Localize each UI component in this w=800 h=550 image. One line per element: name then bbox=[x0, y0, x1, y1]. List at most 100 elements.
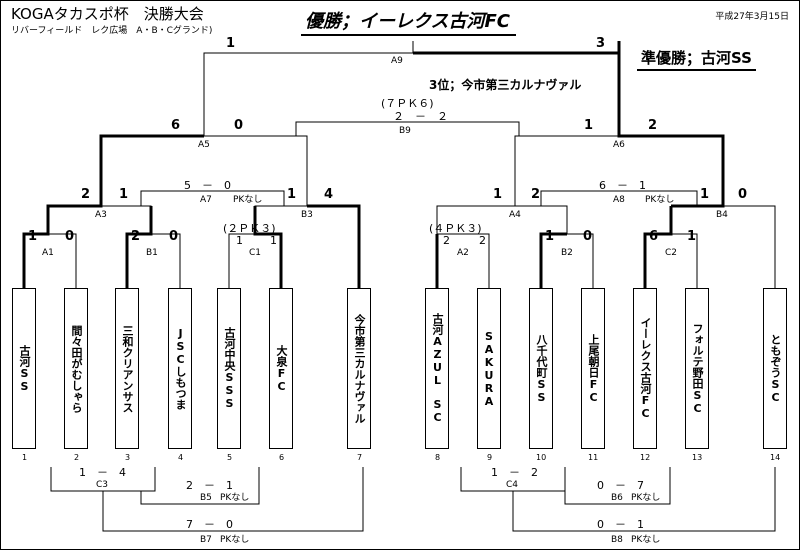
team-box[interactable]: 八千代町SS bbox=[529, 288, 553, 449]
line-winner bbox=[125, 206, 153, 288]
match-score: 1 － 2 bbox=[491, 466, 538, 479]
match-score-right: 0 bbox=[738, 187, 748, 202]
team-name: 上尾朝日FC bbox=[587, 333, 600, 404]
team-box[interactable]: フォルテ野田SC bbox=[685, 288, 709, 449]
line-thin bbox=[101, 205, 152, 234]
match-label: B2 bbox=[561, 248, 573, 258]
match-pk: PKなし bbox=[631, 493, 661, 503]
team-box[interactable]: 間々田がむしゃら bbox=[64, 288, 88, 449]
match-score-right: 0 bbox=[234, 118, 244, 133]
team-name: 今市第三カルナヴァル bbox=[353, 313, 366, 424]
team-box[interactable]: 大泉FC bbox=[269, 288, 293, 449]
team-number: 11 bbox=[588, 453, 599, 462]
line-thin bbox=[564, 467, 671, 505]
team-box[interactable]: JSCしもつま bbox=[168, 288, 192, 449]
match-pk: (７ＰＫ６) bbox=[381, 97, 434, 110]
line-winner bbox=[539, 232, 567, 288]
team-number: 14 bbox=[770, 453, 781, 462]
match-label: A6 bbox=[613, 140, 625, 150]
match-score-right: 0 bbox=[169, 229, 179, 244]
match-label: B6 bbox=[611, 493, 623, 503]
match-score-right: 1 bbox=[119, 187, 129, 202]
match-score: 6 － 1 bbox=[599, 179, 646, 192]
team-box[interactable]: 古河SS bbox=[12, 288, 36, 449]
match-score-left: 2 bbox=[81, 187, 91, 202]
line-thin bbox=[512, 467, 776, 532]
line-thin bbox=[140, 467, 260, 505]
team-box[interactable]: 古河AZUL SC bbox=[425, 288, 449, 449]
match-score: 1 － 4 bbox=[79, 466, 126, 479]
line-thin bbox=[295, 121, 520, 136]
match-score-right: 1 bbox=[270, 234, 277, 247]
match-score-right: 2 bbox=[648, 118, 658, 133]
match-label: C4 bbox=[506, 480, 519, 490]
team-number: 6 bbox=[279, 453, 285, 462]
match-label: A2 bbox=[457, 248, 469, 258]
match-label: B4 bbox=[716, 210, 728, 220]
match-score-right: 4 bbox=[324, 187, 334, 202]
line-thin bbox=[540, 190, 698, 206]
team-box[interactable]: 三和クリアンサス bbox=[115, 288, 139, 449]
line-thin bbox=[203, 52, 413, 136]
match-score-right: 0 bbox=[65, 229, 75, 244]
team-name: JSCしもつま bbox=[174, 327, 187, 410]
match-label: A4 bbox=[509, 210, 521, 220]
runner-up-label: 準優勝；古河SS bbox=[637, 51, 756, 71]
match-label: B5 bbox=[200, 493, 212, 503]
team-name: ともぞうSC bbox=[769, 333, 782, 404]
team-box[interactable]: ともぞうSC bbox=[763, 288, 787, 449]
team-name: 古河中央SSS bbox=[223, 327, 236, 410]
venue-subtitle: リバーフィールド レク広場 A・B・Cグランド) bbox=[11, 26, 213, 36]
match-label: B7 bbox=[200, 535, 212, 545]
match-label: C1 bbox=[249, 248, 262, 258]
team-box[interactable]: 今市第三カルナヴァル bbox=[347, 288, 371, 449]
tournament-date: 平成27年3月15日 bbox=[715, 12, 789, 22]
match-pk: PKなし bbox=[645, 195, 675, 205]
match-score: 0 － 1 bbox=[597, 518, 644, 531]
match-score-right: 3 bbox=[596, 36, 606, 51]
match-label: A7 bbox=[200, 195, 212, 205]
match-label: A5 bbox=[198, 140, 210, 150]
team-box[interactable]: 上尾朝日FC bbox=[581, 288, 605, 449]
match-pk: PKなし bbox=[631, 535, 661, 545]
match-score-left: 6 bbox=[171, 118, 181, 133]
line-thin bbox=[102, 467, 364, 532]
team-number: 4 bbox=[178, 453, 184, 462]
champion-label: 優勝；イーレクス古河FC bbox=[301, 13, 516, 36]
team-number: 12 bbox=[640, 453, 651, 462]
match-score-left: 1 bbox=[700, 187, 710, 202]
match-score-left: 6 bbox=[649, 229, 659, 244]
line-winner bbox=[643, 206, 673, 288]
line-winner bbox=[253, 206, 283, 288]
match-score-left: 1 bbox=[226, 36, 236, 51]
team-name: 八千代町SS bbox=[535, 333, 548, 404]
match-score: 2 － 1 bbox=[186, 479, 233, 492]
team-number: 7 bbox=[357, 453, 363, 462]
match-score-left: 1 bbox=[584, 118, 594, 133]
match-pk: (４ＰＫ３) bbox=[429, 222, 482, 235]
match-pk: PKなし bbox=[220, 535, 250, 545]
team-number: 9 bbox=[487, 453, 493, 462]
line-thin bbox=[514, 135, 619, 206]
team-number: 3 bbox=[125, 453, 131, 462]
line-winner bbox=[307, 204, 361, 288]
team-name: 大泉FC bbox=[275, 344, 288, 393]
team-name: 古河SS bbox=[18, 344, 31, 393]
match-score-left: 2 bbox=[443, 234, 450, 247]
match-score-left: 1 bbox=[287, 187, 297, 202]
match-pk: PKなし bbox=[233, 195, 263, 205]
team-box[interactable]: イーレクス古河FC bbox=[633, 288, 657, 449]
match-score-left: 1 bbox=[236, 234, 243, 247]
match-pk: (２ＰＫ３) bbox=[223, 222, 276, 235]
line-thin bbox=[48, 233, 77, 288]
team-number: 1 bbox=[22, 453, 28, 462]
team-box[interactable]: SAKURA bbox=[477, 288, 501, 449]
match-score-right: 2 bbox=[479, 234, 486, 247]
line-thin bbox=[140, 190, 285, 206]
match-score: 7 － 0 bbox=[186, 518, 233, 531]
team-box[interactable]: 古河中央SSS bbox=[217, 288, 241, 449]
match-score: ２ － ２ bbox=[393, 110, 448, 123]
match-label: A3 bbox=[95, 210, 107, 220]
line-thin bbox=[437, 233, 490, 288]
